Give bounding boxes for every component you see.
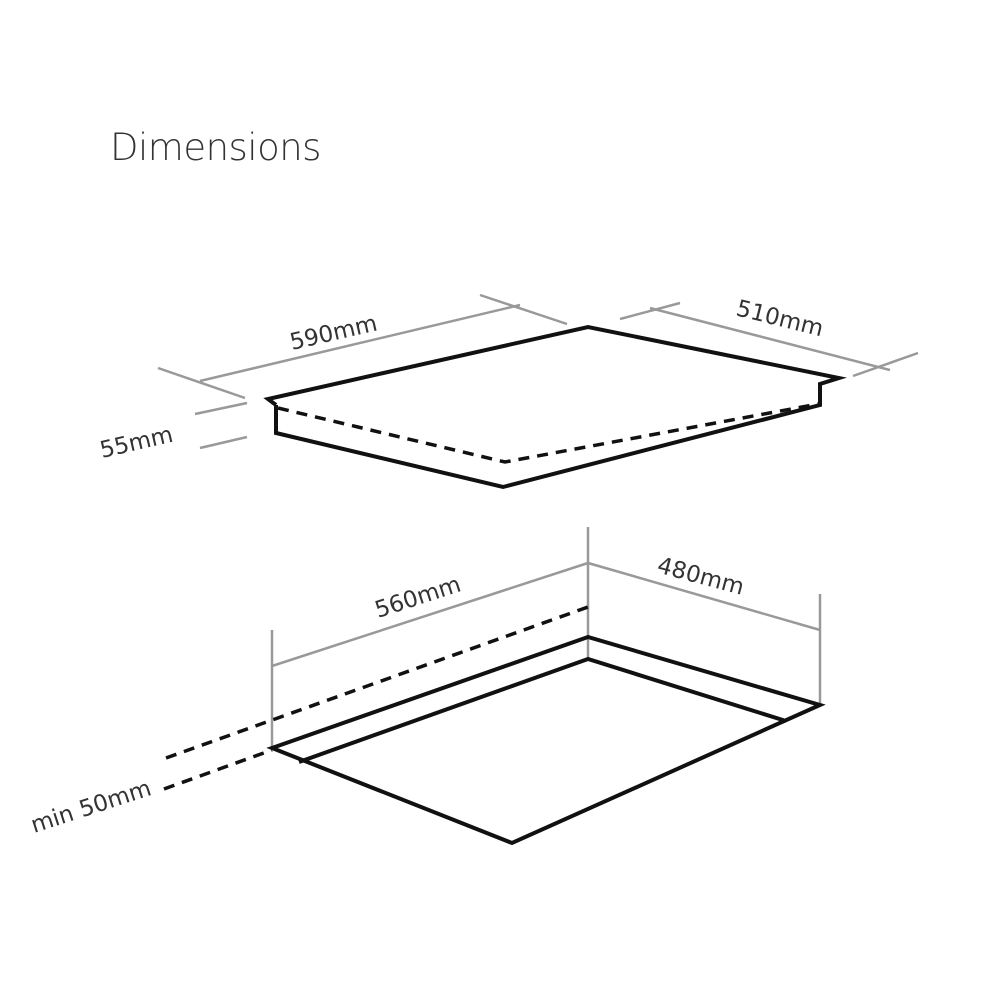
hob-depth-label: 510mm — [734, 296, 826, 343]
diagram-title: Dimensions — [110, 126, 321, 169]
clearance-label: min 50mm — [28, 775, 155, 838]
hob-depth-tick-right — [852, 351, 919, 378]
hob-height-tick-bottom — [199, 435, 248, 450]
clearance-line-bottom — [163, 748, 273, 791]
cutout-inner-edge — [298, 656, 787, 764]
hob-depth-tick-left — [619, 301, 681, 321]
cutout-width-line — [271, 561, 589, 668]
hob-width-line — [199, 303, 521, 383]
cutout-drawing: 560mm 480mm min 50mm — [28, 527, 826, 846]
hob-outline — [263, 324, 847, 490]
hob-depth-line — [649, 306, 891, 372]
hob-height-tick-top — [194, 401, 248, 416]
hob-dimension-lines — [157, 293, 919, 450]
cutout-depth-line — [587, 561, 821, 632]
hob-height-label: 55mm — [98, 422, 176, 464]
hob-width-tick-right — [479, 293, 568, 326]
hob-width-tick-left — [157, 366, 246, 400]
cutout-outer — [266, 634, 826, 846]
cutout-depth-label: 480mm — [654, 553, 746, 601]
hob-hidden-edge — [277, 402, 819, 464]
cutout-width-label: 560mm — [372, 572, 464, 624]
hob-drawing: 590mm 510mm 55mm — [98, 293, 919, 490]
